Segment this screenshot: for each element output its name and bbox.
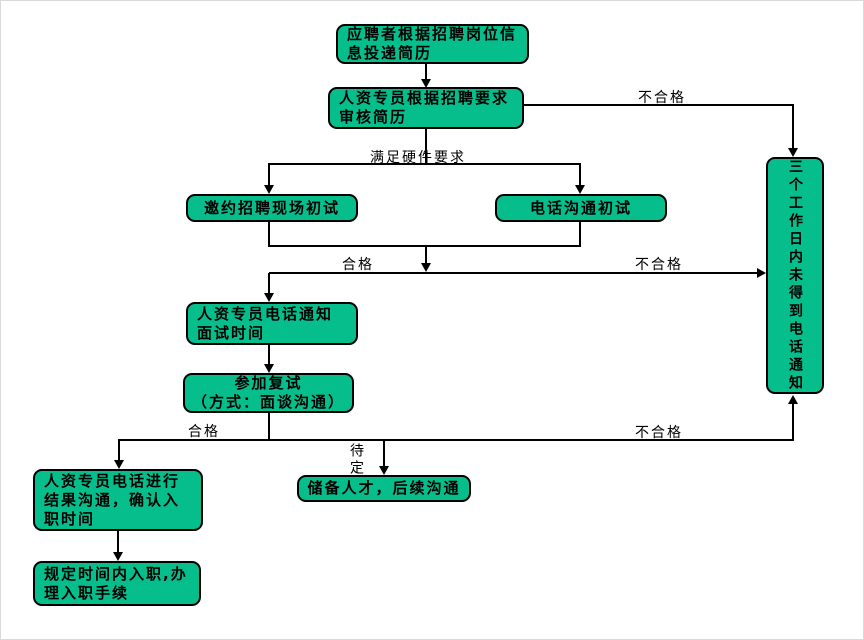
node-text-line: 应聘者根据招聘岗位信 xyxy=(347,25,518,43)
node-phone-interview: 电话沟通初试 xyxy=(495,194,667,222)
edge-label-unqualified-bottom: 不合格 xyxy=(635,425,683,441)
node-text-line: 职时间 xyxy=(44,509,96,528)
node-reserve-talent: 储备人才，后续沟通 xyxy=(297,475,471,502)
node-result-confirm: 人资专员电话进行 结果沟通，确认入 职时间 xyxy=(33,469,203,531)
node-text-line: （方式：面谈沟通） xyxy=(191,393,345,411)
edge-label-qualified-bottom: 合格 xyxy=(188,424,220,440)
arrowhead-to-onboard xyxy=(113,552,123,561)
arrowhead-to-phone xyxy=(575,185,585,194)
node-text-line: 息投递简历 xyxy=(347,44,433,62)
arrowhead-submit-to-review xyxy=(421,79,431,88)
node-onboard: 规定时间内入职,办 理入职手续 xyxy=(33,561,201,606)
node-text-line: 理入职手续 xyxy=(44,583,130,602)
node-text-line: 审核简历 xyxy=(339,108,408,126)
arrowhead-to-notice-left xyxy=(757,268,766,278)
arrowhead-merge-down xyxy=(421,263,431,272)
node-text-line: 结果沟通，确认入 xyxy=(44,490,181,509)
arrowhead-to-notify-time xyxy=(264,293,274,302)
node-no-phone-notice: 三个工作日内未得到电话通知 xyxy=(766,157,824,394)
edge-label-pending: 待定 xyxy=(348,443,364,477)
node-text-line: 人资专员根据招聘要求 xyxy=(339,89,510,107)
edge-label-unqualified-top: 不合格 xyxy=(638,90,686,106)
node-text-line: 电话沟通初试 xyxy=(529,198,632,217)
node-text-line: 人资专员电话进行 xyxy=(44,471,181,490)
arrowhead-to-result xyxy=(114,460,124,469)
edge-label-unqualified-mid: 不合格 xyxy=(635,257,683,273)
node-notify-time: 人资专员电话通知 面试时间 xyxy=(186,302,358,345)
node-text-line: 面试时间 xyxy=(197,323,266,342)
node-text-line: 参加复试 xyxy=(234,374,303,392)
node-review-resume: 人资专员根据招聘要求 审核简历 xyxy=(328,87,524,129)
node-submit-resume: 应聘者根据招聘岗位信 息投递简历 xyxy=(336,24,529,64)
node-text-line: 储备人才，后续沟通 xyxy=(307,479,461,497)
arrowhead-to-reserve xyxy=(379,466,389,475)
node-text-line: 规定时间内入职,办 xyxy=(44,564,188,583)
node-text-vertical: 三个工作日内未得到电话通知 xyxy=(787,158,803,393)
edge-label-meets-requirements: 满足硬件要求 xyxy=(370,150,466,166)
arrowhead-to-notice-bottom xyxy=(788,395,798,404)
edge-label-qualified-mid: 合格 xyxy=(342,257,374,273)
node-second-interview: 参加复试 （方式：面谈沟通） xyxy=(183,373,354,413)
node-onsite-interview: 邀约招聘现场初试 xyxy=(186,194,358,222)
arrowhead-to-second xyxy=(264,364,274,373)
arrowhead-review-to-notice xyxy=(788,148,798,157)
arrowhead-to-onsite xyxy=(264,185,274,194)
node-text-line: 邀约招聘现场初试 xyxy=(203,198,340,217)
node-text-line: 人资专员电话通知 xyxy=(197,304,334,323)
